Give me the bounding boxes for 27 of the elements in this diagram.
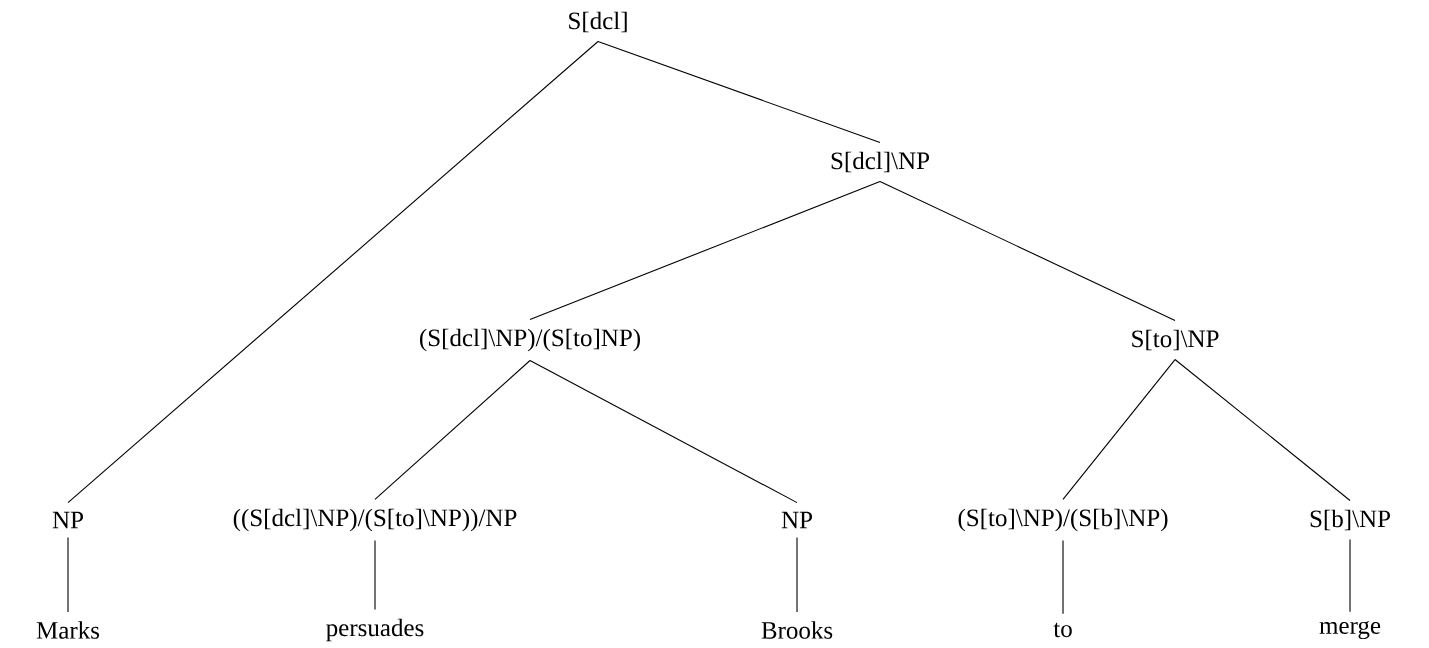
tree-branch [1062,540,1064,615]
category-label: S[dcl]\NP [831,151,929,173]
tree-branch [1349,539,1351,613]
tree-branch [529,359,798,504]
word-label: persuades [326,618,424,642]
category-label: NP [52,511,83,529]
category-label: S[dcl] [569,11,627,33]
tree-branch [374,359,531,500]
category-label: NP [781,511,812,529]
tree-branch [1062,359,1176,500]
tree-branch [1174,359,1351,501]
tree-branch [67,536,69,613]
category-label: (S[to]\NP)/(S[b]\NP) [958,508,1168,532]
word-label: Marks [36,621,100,639]
tree-branch [879,181,1176,321]
category-label: S[to]\NP [1132,329,1219,351]
tree-branch [597,41,881,143]
word-label: Brooks [761,621,833,639]
word-label: merge [1319,620,1381,640]
tree-branch [796,536,798,613]
category-label: S[b]\NP [1310,509,1390,531]
word-label: to [1053,622,1072,638]
tree-branch [374,540,376,610]
category-label: (S[dcl]\NP)/(S[to]NP) [420,328,640,352]
tree-branch [529,181,881,320]
category-label: ((S[dcl]\NP)/(S[to]\NP))/NP [233,508,517,532]
tree-branch [67,41,599,504]
